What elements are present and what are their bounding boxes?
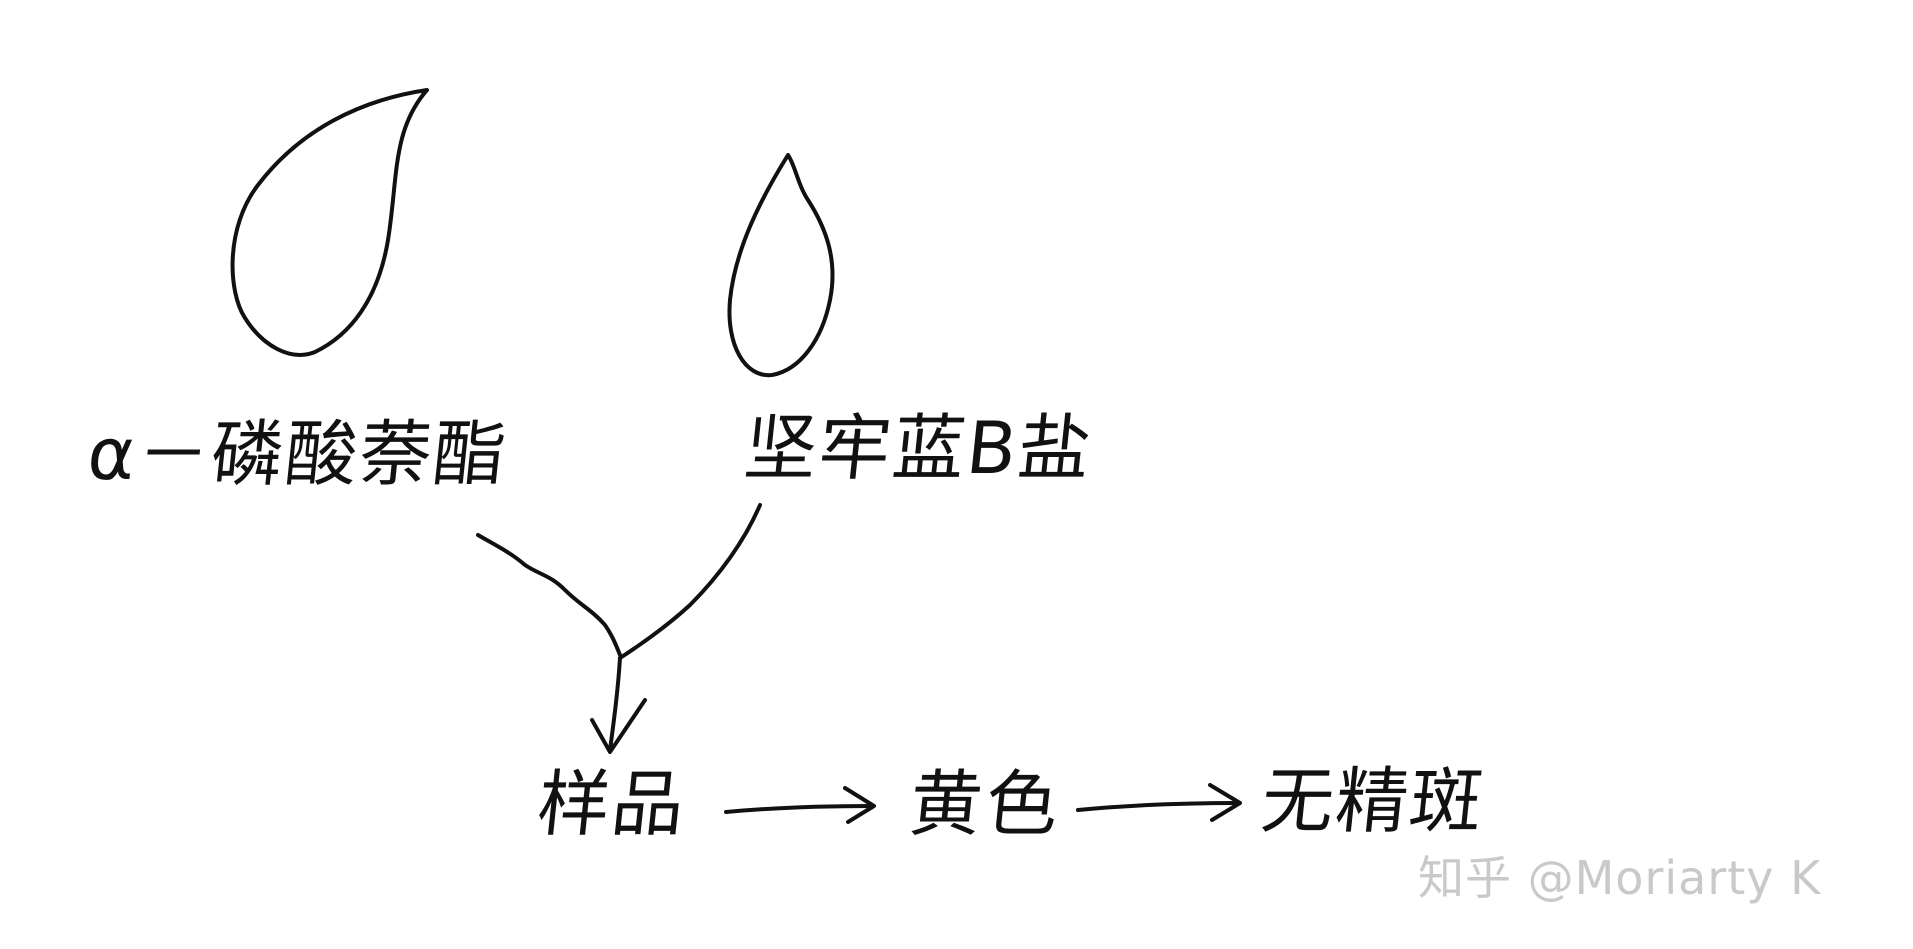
down-arrow-shaft <box>608 656 622 752</box>
sample-label: 样品 <box>533 762 691 846</box>
arrow-sample-to-color <box>724 804 874 814</box>
drop-left-icon <box>230 88 429 357</box>
connector-right <box>618 503 762 660</box>
arrow-sample-to-color-head <box>843 786 876 824</box>
down-arrow-head <box>590 698 647 754</box>
reagent-b-label: 坚牢蓝B盐 <box>740 406 1097 490</box>
drop-right-icon <box>727 153 835 378</box>
arrow-color-to-result <box>1076 801 1240 812</box>
conclusion-label: 无精斑 <box>1257 759 1489 843</box>
connector-left <box>476 533 622 657</box>
color-result-label: 黄色 <box>905 762 1067 846</box>
arrow-color-to-result-head <box>1208 783 1242 822</box>
watermark: 知乎 @Moriarty K <box>1418 851 1822 905</box>
reagent-a-label: α－磷酸萘酯 <box>83 412 512 496</box>
